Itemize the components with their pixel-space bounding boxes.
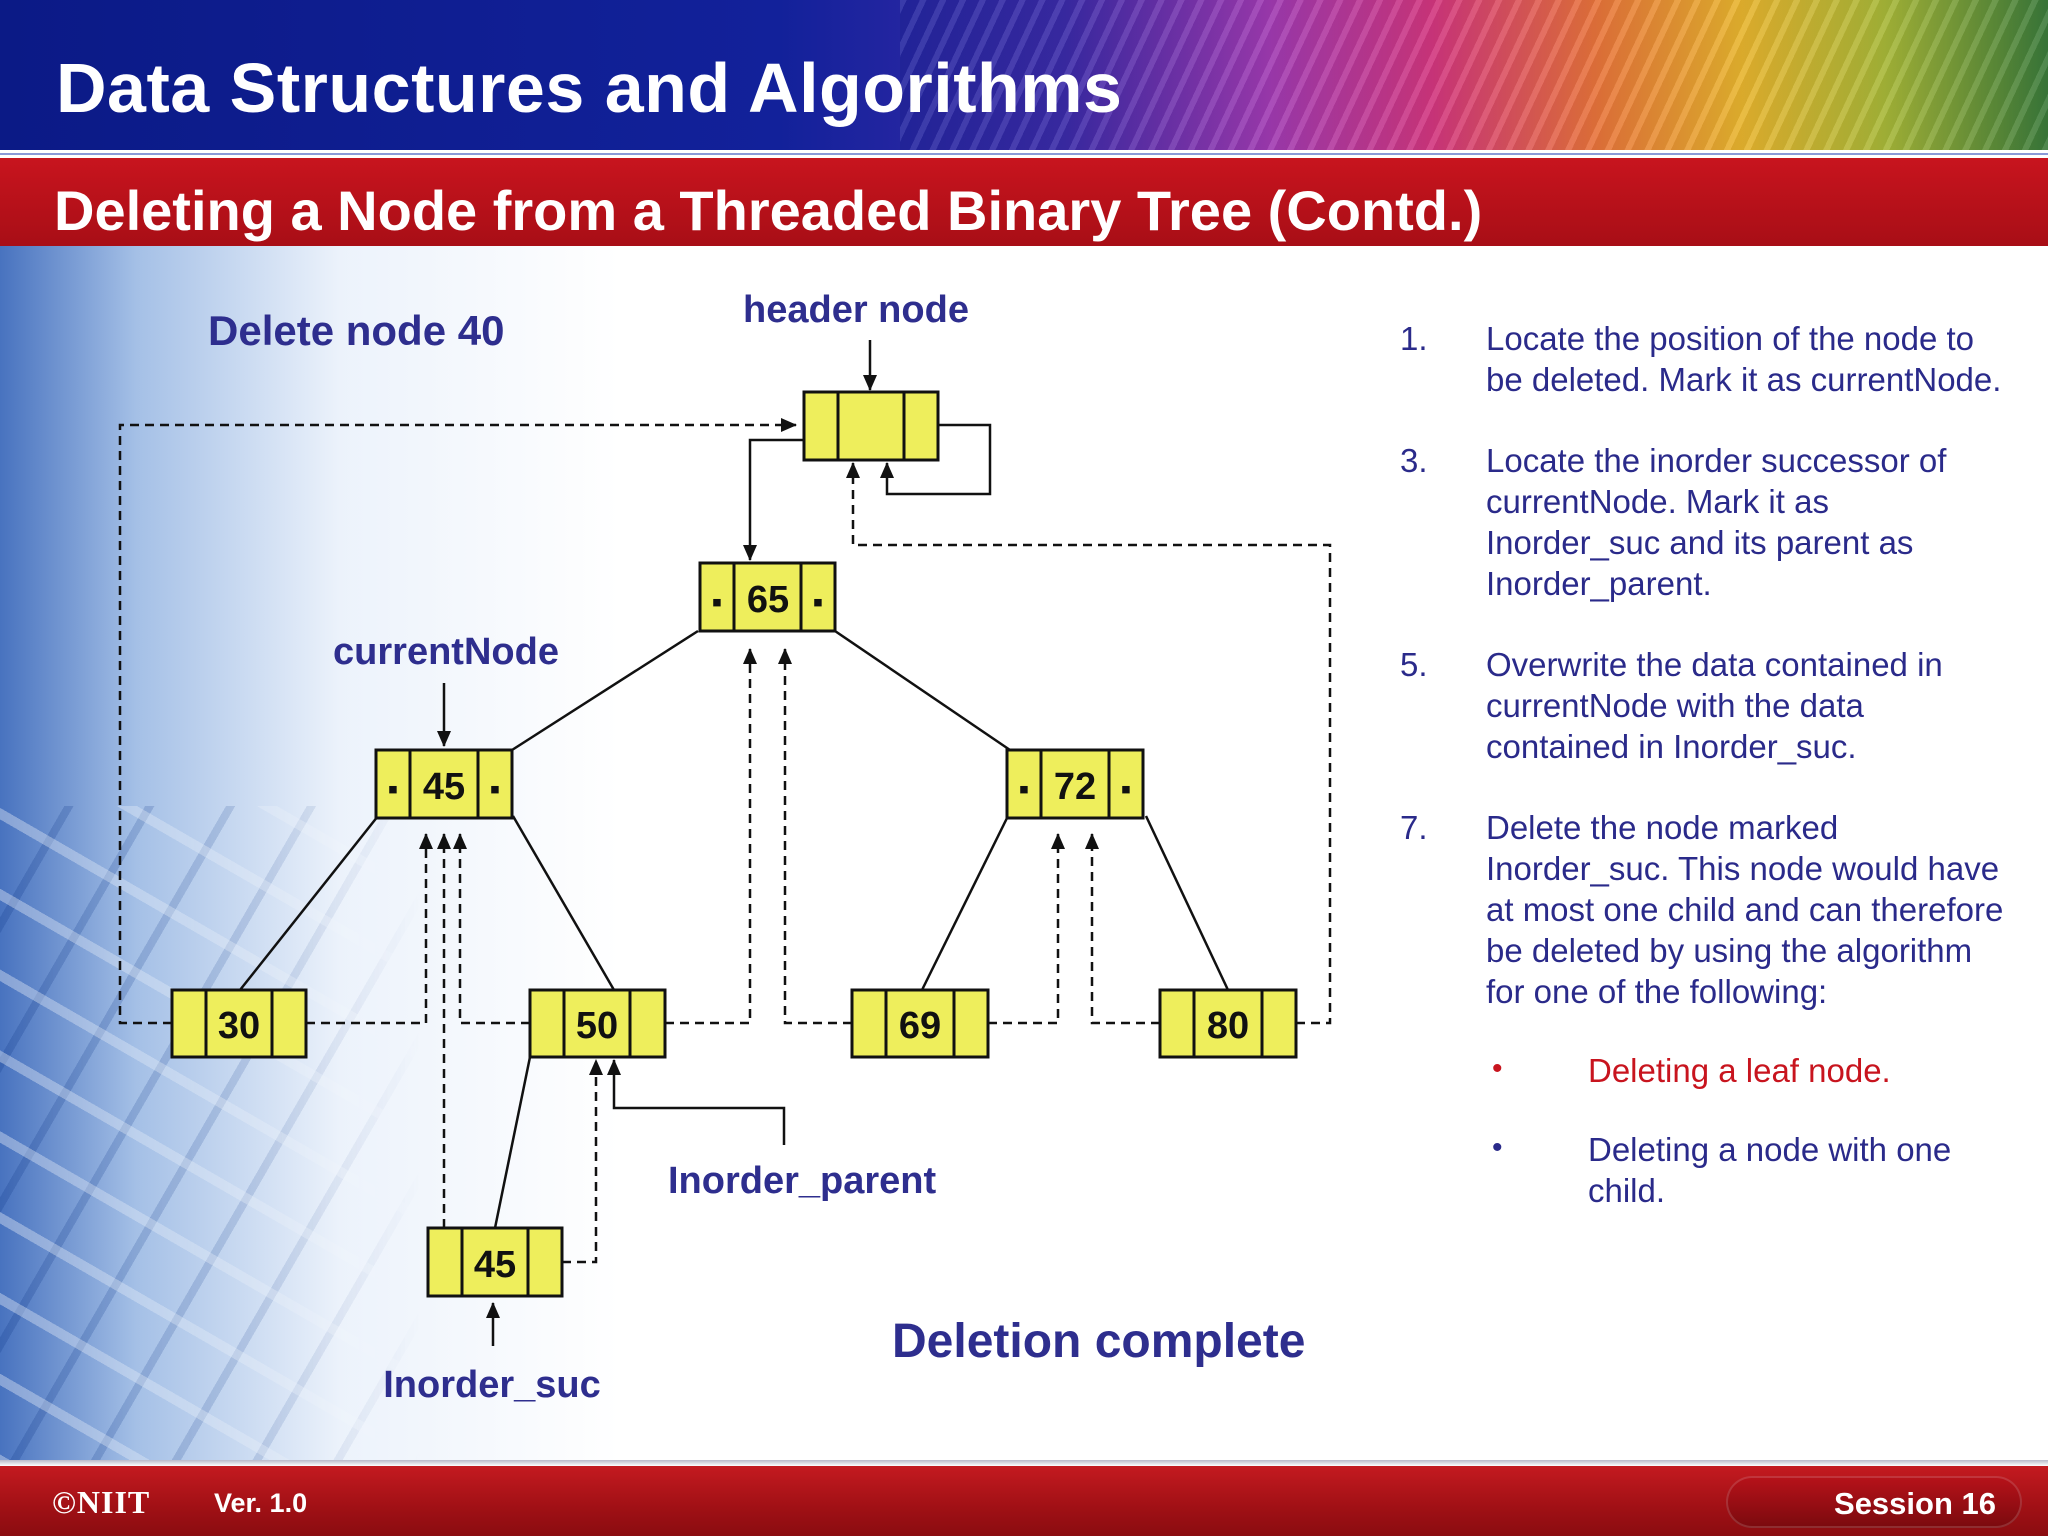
bullet-text: Deleting a leaf node. <box>1588 1052 1891 1089</box>
node-30-box <box>170 988 308 1059</box>
subtitle-bar: Deleting a Node from a Threaded Binary T… <box>0 158 2048 246</box>
thread-suc-50 <box>562 1059 603 1264</box>
edge-65-45 <box>511 629 699 752</box>
node-45-left-marker: ▪ <box>388 773 399 806</box>
node-65-right-marker: ▪ <box>813 586 824 619</box>
bullet-text: Deleting a node with one child. <box>1588 1131 1952 1209</box>
footer-bar: ©NIIT Ver. 1.0 Session 16 <box>0 1460 2048 1536</box>
step-3: 3. Locate the inorder successor of curre… <box>1400 440 2010 604</box>
node-45-box <box>374 748 514 820</box>
node-suc-45-box <box>426 1226 564 1298</box>
step-1: 1. Locate the position of the node to be… <box>1400 318 2010 400</box>
node-72-value: 72 <box>1054 766 1096 808</box>
inorder-parent-pointer <box>607 1059 786 1145</box>
node-65-box <box>698 561 837 633</box>
edge-65-72 <box>834 629 1011 752</box>
thread-80-72 <box>1085 833 1160 1025</box>
step-text: Locate the inorder successor of currentN… <box>1486 442 1947 602</box>
bullet-dot: • <box>1492 1131 1503 1164</box>
thread-69-65 <box>778 648 852 1025</box>
niit-logo: ©NIIT <box>52 1484 151 1520</box>
algorithm-steps: 1. Locate the position of the node to be… <box>1400 318 2010 1249</box>
step-text: Overwrite the data contained in currentN… <box>1486 646 1943 765</box>
node-69-box <box>850 988 990 1059</box>
thread-30-header <box>118 418 797 1025</box>
thread-30-45 <box>306 833 433 1025</box>
bullet-dot: • <box>1492 1052 1503 1085</box>
edge-72-80 <box>1144 815 1230 991</box>
session-label: Session 16 <box>1834 1486 1996 1521</box>
node-50-box <box>528 988 667 1059</box>
step-text: Delete the node marked Inorder_suc. This… <box>1486 809 2004 1010</box>
node-45-right-marker: ▪ <box>490 773 501 806</box>
header-node-label: header node <box>743 289 969 331</box>
node-72-left-marker: ▪ <box>1019 773 1030 806</box>
bullet-one-child: • Deleting a node with one child. <box>1486 1129 2010 1211</box>
node-50-value: 50 <box>576 1005 618 1047</box>
inorder-parent-label: Inorder_parent <box>668 1160 937 1202</box>
node-30-value: 30 <box>218 1005 260 1047</box>
deletion-complete-label: Deletion complete <box>892 1315 1305 1368</box>
step-number: 5. <box>1400 646 1428 683</box>
delete-caption: Delete node 40 <box>208 307 504 354</box>
node-65-left-marker: ▪ <box>712 586 723 619</box>
edge-50-suc <box>493 1056 532 1229</box>
edge-45-50 <box>511 815 616 991</box>
header-left-link <box>743 438 804 561</box>
node-suc-45-value: 45 <box>474 1244 516 1286</box>
node-72-box <box>1005 748 1145 820</box>
step-number: 1. <box>1400 320 1428 357</box>
header-banner: Data Structures and Algorithms <box>0 0 2048 150</box>
bullet-leaf-node: • Deleting a leaf node. <box>1486 1050 2010 1091</box>
inorder-suc-label: Inorder_suc <box>383 1364 601 1406</box>
thread-50-45-left <box>453 833 530 1025</box>
edge-72-69 <box>920 815 1010 991</box>
node-72-right-marker: ▪ <box>1121 773 1132 806</box>
header-node-box <box>802 390 940 462</box>
thread-69-72 <box>988 833 1065 1025</box>
step-5: 5. Overwrite the data contained in curre… <box>1400 644 2010 767</box>
current-node-label: currentNode <box>333 631 559 673</box>
header-self-loop <box>880 423 992 496</box>
node-65-value: 65 <box>747 579 789 621</box>
keyboard-keys-decor <box>0 806 420 1466</box>
course-title: Data Structures and Algorithms <box>56 49 1123 127</box>
node-69-value: 69 <box>899 1005 941 1047</box>
sub-bullets: • Deleting a leaf node. • Deleting a nod… <box>1486 1050 2010 1211</box>
node-45-value: 45 <box>423 766 465 808</box>
footer-divider <box>0 1460 2048 1466</box>
step-text: Locate the position of the node to be de… <box>1486 320 2002 398</box>
thread-80-header <box>846 462 1332 1025</box>
thread-50-65 <box>665 648 757 1025</box>
step-number: 3. <box>1400 442 1428 479</box>
step-7: 7. Delete the node marked Inorder_suc. T… <box>1400 807 2010 1012</box>
version-label: Ver. 1.0 <box>214 1488 308 1518</box>
slide-title: Deleting a Node from a Threaded Binary T… <box>54 179 1483 242</box>
node-80-box <box>1158 988 1298 1059</box>
step-number: 7. <box>1400 809 1428 846</box>
edge-45-30 <box>239 815 379 991</box>
session-badge: Session 16 <box>1726 1476 2022 1528</box>
node-80-value: 80 <box>1207 1005 1249 1047</box>
header-stripe <box>0 150 2048 158</box>
